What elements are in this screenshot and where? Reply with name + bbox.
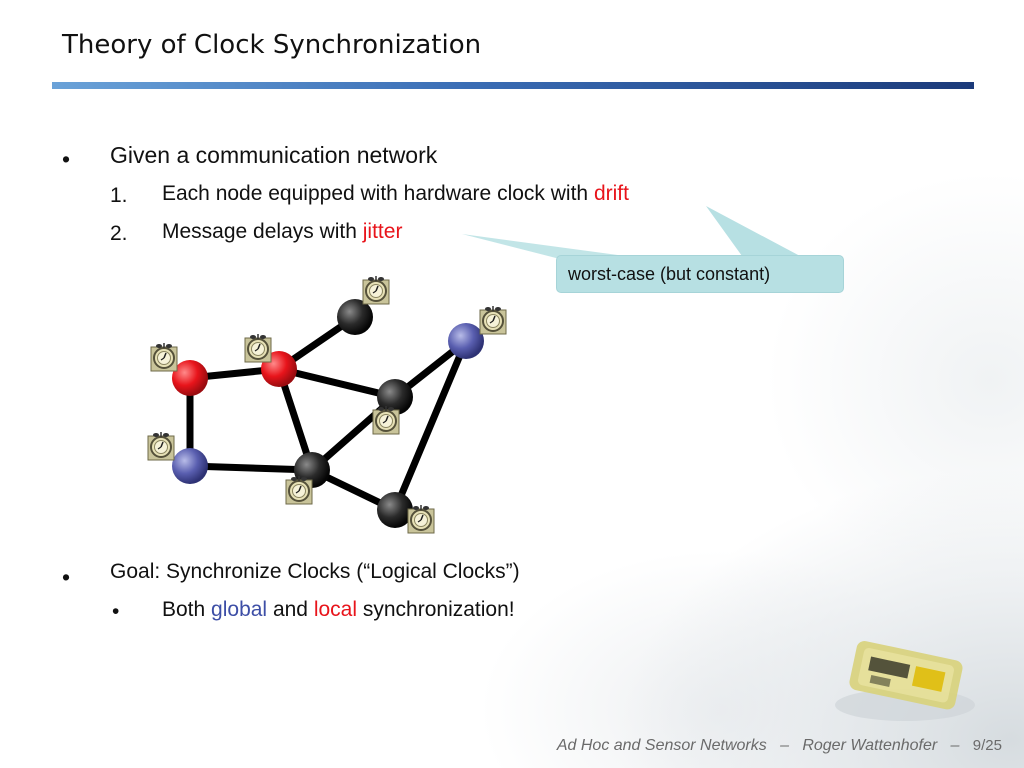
clock-icons xyxy=(147,275,507,534)
alarm-clock-icon xyxy=(407,504,435,534)
footer-separator: – xyxy=(950,737,960,754)
subitem-text: Both xyxy=(162,598,212,621)
drift-highlight: drift xyxy=(593,182,629,205)
node-blue xyxy=(172,448,208,484)
edge xyxy=(275,365,399,401)
alarm-clock-icon xyxy=(372,405,400,435)
numbered-marker: 1. xyxy=(110,184,128,207)
alarm-clock-icon xyxy=(147,431,175,461)
slide-title: Theory of Clock Synchronization xyxy=(62,30,482,60)
network-nodes xyxy=(172,299,484,528)
callout-pointer-drift xyxy=(706,206,800,256)
subitem-text: Message delays with xyxy=(162,220,363,243)
footer-course: Ad Hoc and Sensor Networks xyxy=(556,737,767,754)
callout-worst-case: worst-case (but constant) xyxy=(556,255,844,293)
subitem-hardware-clock: Each node equipped with hardware clock w… xyxy=(162,182,629,206)
node-black xyxy=(377,492,413,528)
alarm-clock-icon xyxy=(244,333,272,363)
numbered-marker: 2. xyxy=(110,222,128,245)
alarm-clock-icon xyxy=(362,275,390,305)
jitter-highlight: jitter xyxy=(362,220,403,243)
subitem-text: and xyxy=(267,598,314,621)
local-highlight: local xyxy=(313,598,358,621)
subitem-text: Each node equipped with hardware clock w… xyxy=(162,182,594,205)
slide-footer: Ad Hoc and Sensor Networks – Roger Watte… xyxy=(557,737,1002,755)
subitem-global-local: Both global and local synchronization! xyxy=(162,598,515,622)
title-underline-bar xyxy=(52,82,974,89)
footer-separator: – xyxy=(780,737,789,754)
callout-pointer-jitter xyxy=(462,234,640,258)
bullet-marker: • xyxy=(112,600,120,623)
footer-page-number: 9/25 xyxy=(972,737,1002,754)
alarm-clock-icon xyxy=(479,305,507,335)
bullet-marker: • xyxy=(62,564,71,590)
subitem-message-delays: Message delays with jitter xyxy=(162,220,402,244)
node-red xyxy=(172,360,208,396)
global-highlight: global xyxy=(211,598,268,621)
node-blue xyxy=(448,323,484,359)
subitem-text: synchronization! xyxy=(357,598,515,621)
alarm-clock-icon xyxy=(150,342,178,372)
edge xyxy=(186,462,316,474)
edge xyxy=(391,337,470,514)
alarm-clock-icon xyxy=(285,475,313,505)
footer-author: Roger Wattenhofer xyxy=(802,737,938,754)
bullet-given-network: Given a communication network xyxy=(110,142,438,168)
node-black xyxy=(337,299,373,335)
bullet-goal: Goal: Synchronize Clocks (“Logical Clock… xyxy=(110,560,520,583)
network-edges xyxy=(186,313,470,514)
bullet-marker: • xyxy=(62,146,71,172)
